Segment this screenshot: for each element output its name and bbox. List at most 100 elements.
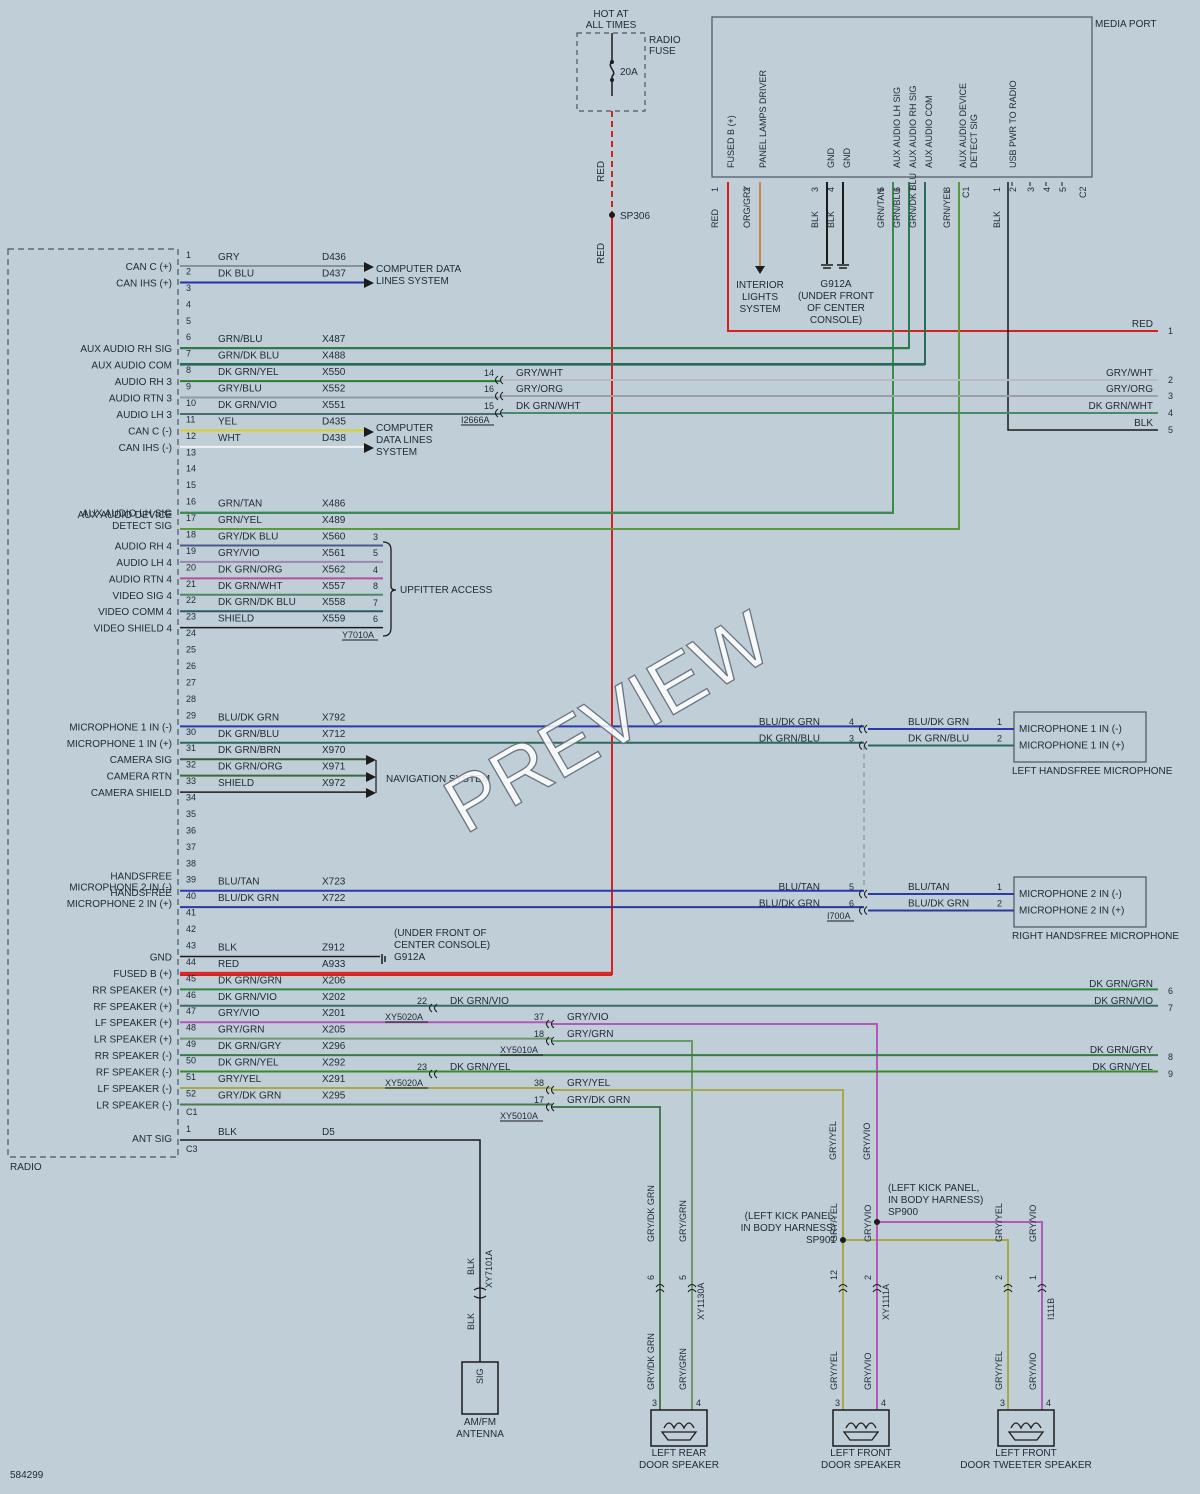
speaker-inline-conn-label: XY5010A bbox=[500, 1045, 538, 1055]
media-pin-label: USB PWR TO RADIO bbox=[1008, 80, 1018, 168]
radio-wire-circuit: D435 bbox=[322, 416, 346, 427]
usb-end-pin: 3 bbox=[1168, 391, 1173, 401]
radio-wire-color: GRN/TAN bbox=[218, 499, 262, 510]
tweeter-inline-r: 1 bbox=[1028, 1275, 1038, 1280]
rear-door-color-bot-l: GRY/DK GRN bbox=[646, 1333, 656, 1390]
radio-wire-circuit: X552 bbox=[322, 384, 346, 395]
radio-pin-label: AUX AUDIO DEVICE bbox=[78, 510, 173, 521]
speaker-out-pin: 7 bbox=[1168, 1003, 1173, 1013]
radio-pin-label: VIDEO COMM 4 bbox=[98, 607, 172, 618]
rear-door-pin-l: 3 bbox=[652, 1398, 657, 1408]
splice-sp306-label: SP306 bbox=[620, 211, 650, 222]
radio-pin-label: VIDEO SIG 4 bbox=[113, 591, 173, 602]
right-mic-right-color: BLU/TAN bbox=[908, 882, 950, 893]
right-mic-inline-pin: 5 bbox=[849, 882, 854, 892]
radio-pin-number: 40 bbox=[186, 891, 196, 901]
media-c2-pin: 4 bbox=[1042, 187, 1052, 192]
fuse-symbol bbox=[609, 61, 615, 77]
lf-speaker-coil bbox=[845, 1422, 877, 1430]
radio-pin-number: 3 bbox=[186, 283, 191, 293]
rear-door-title: LEFT REAR bbox=[652, 1448, 707, 1459]
radio-pin-label: RR SPEAKER (+) bbox=[92, 985, 172, 996]
sp901-label: SP901 bbox=[806, 1235, 836, 1246]
radio-pin-label: AUX AUDIO RH SIG bbox=[80, 344, 172, 355]
antenna-wire bbox=[180, 1139, 481, 1362]
speaker-inline-pin: 22 bbox=[417, 996, 427, 1006]
left-mic-right-color: DK GRN/BLU bbox=[908, 734, 969, 745]
left-mic-left-color: BLU/DK GRN bbox=[759, 717, 820, 728]
cdl-arrow-2 bbox=[364, 278, 374, 288]
i2666a-color: GRY/WHT bbox=[516, 368, 563, 379]
cdl-arrow-1 bbox=[364, 262, 374, 272]
radio-wire-color: DK GRN/ORG bbox=[218, 564, 283, 575]
radio-outline bbox=[7, 248, 179, 1158]
left-mic-far-pin: 1 bbox=[997, 717, 1002, 727]
front-door-conn-label: XY1111A bbox=[881, 1284, 891, 1320]
media-wire-color: GRN/TAN bbox=[876, 188, 886, 228]
radio-pin-label-2: MICROPHONE 2 IN (-) bbox=[69, 883, 172, 894]
radio-pin-number: 36 bbox=[186, 825, 196, 835]
speaker-inline-conn bbox=[545, 1019, 555, 1029]
radio-wire-color: GRY/VIO bbox=[218, 548, 260, 559]
radio-pin-label: MICROPHONE 1 IN (+) bbox=[67, 739, 172, 750]
radio-wire-color: GRN/DK BLU bbox=[218, 351, 279, 362]
left-mic-inline-conn bbox=[858, 724, 868, 734]
gnd-note: CENTER CONSOLE) bbox=[394, 940, 490, 951]
fuse-name: RADIO bbox=[649, 35, 681, 46]
radio-wire-circuit: X557 bbox=[322, 581, 346, 592]
tweeter-color-bot-r: GRY/VIO bbox=[1028, 1353, 1038, 1390]
left-mic-right-color: BLU/DK GRN bbox=[908, 717, 969, 728]
upfitter-pin: 3 bbox=[373, 532, 378, 542]
radio-ant-label: ANT SIG bbox=[132, 1134, 172, 1145]
cdl-top-label: LINES SYSTEM bbox=[376, 276, 449, 287]
left-mic-inline-conn bbox=[858, 741, 868, 750]
antenna-wire-top: BLK bbox=[466, 1258, 476, 1275]
left-mic-title: LEFT HANDSFREE MICROPHONE bbox=[1012, 766, 1173, 777]
radio-pin-number: 45 bbox=[186, 973, 196, 983]
antenna-inline-conn bbox=[473, 1287, 487, 1299]
tweeter-color-top-r: GRY/VIO bbox=[1028, 1205, 1038, 1242]
upfitter-pin: 8 bbox=[373, 581, 378, 591]
media-ground-label: OF CENTER bbox=[807, 303, 865, 314]
radio-pin-number: 50 bbox=[186, 1056, 196, 1066]
tweeter-title: LEFT FRONT bbox=[995, 1448, 1056, 1459]
cdl-bottom-label: DATA LINES bbox=[376, 435, 433, 446]
radio-pin-label: AUDIO RTN 4 bbox=[109, 574, 173, 585]
left-mic-left-color: DK GRN/BLU bbox=[759, 734, 820, 745]
radio-wire-circuit: X792 bbox=[322, 712, 346, 723]
radio-wire-color: DK GRN/GRN bbox=[218, 975, 282, 986]
radio-wire-color: GRY/BLU bbox=[218, 384, 262, 395]
media-wire-color: ORG/GRY bbox=[742, 186, 752, 228]
radio-wire-color: DK GRN/VIO bbox=[218, 992, 277, 1003]
speaker-out-color: DK GRN/YEL bbox=[1092, 1062, 1153, 1073]
radio-wire-circuit: X561 bbox=[322, 548, 346, 559]
radio-wire-circuit: X201 bbox=[322, 1008, 346, 1019]
radio-pin-number: 16 bbox=[186, 497, 196, 507]
media-pin-label: AUX AUDIO COM bbox=[924, 95, 934, 168]
radio-pin-number: 6 bbox=[186, 332, 191, 342]
radio-wire-color: DK GRN/WHT bbox=[218, 581, 282, 592]
fuse-hot-label-2: ALL TIMES bbox=[586, 20, 637, 31]
radio-wire-color: BLU/DK GRN bbox=[218, 893, 279, 904]
rear-door-title: DOOR SPEAKER bbox=[639, 1460, 719, 1471]
speaker-inline-color: GRY/YEL bbox=[567, 1078, 611, 1089]
speaker-inline-conn bbox=[545, 1036, 555, 1046]
radio-pin-number: 15 bbox=[186, 480, 196, 490]
radio-pin-number: 30 bbox=[186, 727, 196, 737]
antenna-conn: XY7101A bbox=[484, 1250, 494, 1288]
tweeter-vconn-r bbox=[1037, 1283, 1047, 1293]
usb-end-pin: 1 bbox=[1168, 326, 1173, 336]
antenna-pin: SIG bbox=[475, 1368, 485, 1384]
radio-pin-number: 48 bbox=[186, 1023, 196, 1033]
radio-pin-number: 14 bbox=[186, 464, 196, 474]
navigation-label: NAVIGATION SYSTEM bbox=[386, 774, 490, 785]
radio-wire-color: DK GRN/ORG bbox=[218, 762, 283, 773]
lf-speaker-box bbox=[832, 1409, 890, 1447]
upfitter-bracket bbox=[382, 541, 397, 637]
right-mic-left-color: BLU/DK GRN bbox=[759, 899, 820, 910]
watermark: PREVIEW bbox=[430, 593, 786, 849]
radio-wire-circuit: X295 bbox=[322, 1090, 346, 1101]
radio-pin-label: RF SPEAKER (+) bbox=[93, 1002, 172, 1013]
radio-pin-number: 19 bbox=[186, 546, 196, 556]
